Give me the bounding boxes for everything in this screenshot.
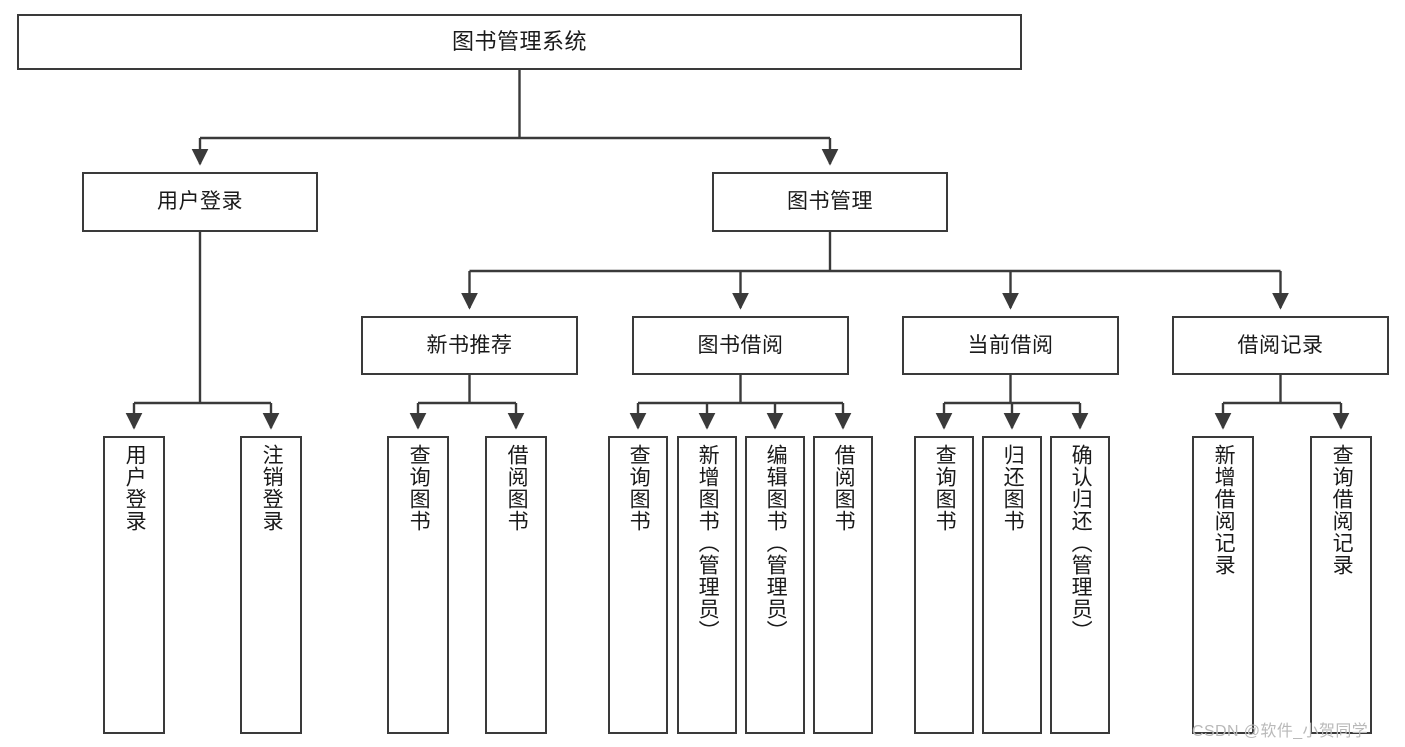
leaf-query-book-new[interactable]: 查询图书 bbox=[387, 436, 449, 734]
leaf-add-book-admin-label: 新增图书（管理员） bbox=[696, 444, 720, 642]
leaf-logout[interactable]: 注销登录 bbox=[240, 436, 302, 734]
node-book-management[interactable]: 图书管理 bbox=[712, 172, 948, 232]
leaf-query-book-current[interactable]: 查询图书 bbox=[914, 436, 974, 734]
leaf-confirm-return-admin-label: 确认归还（管理员） bbox=[1069, 444, 1093, 642]
node-new-book-recommend[interactable]: 新书推荐 bbox=[361, 316, 578, 375]
node-borrow-records[interactable]: 借阅记录 bbox=[1172, 316, 1389, 375]
leaf-borrow-book-label: 借阅图书 bbox=[832, 444, 856, 532]
node-user-login-label: 用户登录 bbox=[157, 190, 243, 214]
leaf-user-login[interactable]: 用户登录 bbox=[103, 436, 165, 734]
edge-group-book-manage bbox=[461, 232, 1289, 310]
edge-group-root bbox=[191, 70, 839, 166]
leaf-borrow-book-new-label: 借阅图书 bbox=[505, 444, 529, 532]
leaf-confirm-return-admin[interactable]: 确认归还（管理员） bbox=[1050, 436, 1110, 734]
watermark: CSDN @软件_小贺同学 bbox=[1192, 723, 1369, 740]
leaf-query-borrow-record-label: 查询借阅记录 bbox=[1330, 444, 1354, 576]
node-root[interactable]: 图书管理系统 bbox=[17, 14, 1022, 70]
node-book-borrow[interactable]: 图书借阅 bbox=[632, 316, 849, 375]
leaf-query-borrow-record[interactable]: 查询借阅记录 bbox=[1310, 436, 1372, 734]
edge-group-current-borrow bbox=[935, 375, 1089, 430]
leaf-add-book-admin[interactable]: 新增图书（管理员） bbox=[677, 436, 737, 734]
leaf-add-borrow-record-label: 新增借阅记录 bbox=[1212, 444, 1236, 576]
node-root-label: 图书管理系统 bbox=[451, 28, 587, 54]
edge-group-new-books bbox=[409, 375, 525, 430]
leaf-return-book[interactable]: 归还图书 bbox=[982, 436, 1042, 734]
leaf-query-book-borrow-label: 查询图书 bbox=[627, 444, 651, 532]
node-book-management-label: 图书管理 bbox=[787, 190, 873, 214]
leaf-return-book-label: 归还图书 bbox=[1001, 444, 1025, 532]
node-book-borrow-label: 图书借阅 bbox=[697, 333, 784, 357]
leaf-user-login-label: 用户登录 bbox=[123, 444, 147, 532]
leaf-borrow-book-new[interactable]: 借阅图书 bbox=[485, 436, 547, 734]
leaf-query-book-borrow[interactable]: 查询图书 bbox=[608, 436, 668, 734]
edge-group-records bbox=[1214, 375, 1350, 430]
leaf-add-borrow-record[interactable]: 新增借阅记录 bbox=[1192, 436, 1254, 734]
node-borrow-records-label: 借阅记录 bbox=[1237, 333, 1324, 357]
edge-group-borrow bbox=[629, 375, 852, 430]
leaf-logout-label: 注销登录 bbox=[260, 444, 284, 532]
node-new-book-recommend-label: 新书推荐 bbox=[426, 333, 513, 357]
leaf-borrow-book[interactable]: 借阅图书 bbox=[813, 436, 873, 734]
edge-group-user-login bbox=[125, 232, 280, 430]
node-user-login[interactable]: 用户登录 bbox=[82, 172, 318, 232]
node-current-borrow-label: 当前借阅 bbox=[967, 333, 1054, 357]
node-current-borrow[interactable]: 当前借阅 bbox=[902, 316, 1119, 375]
leaf-edit-book-admin-label: 编辑图书（管理员） bbox=[764, 444, 788, 642]
leaf-query-book-current-label: 查询图书 bbox=[933, 444, 957, 532]
leaf-query-book-new-label: 查询图书 bbox=[407, 444, 431, 532]
leaf-edit-book-admin[interactable]: 编辑图书（管理员） bbox=[745, 436, 805, 734]
